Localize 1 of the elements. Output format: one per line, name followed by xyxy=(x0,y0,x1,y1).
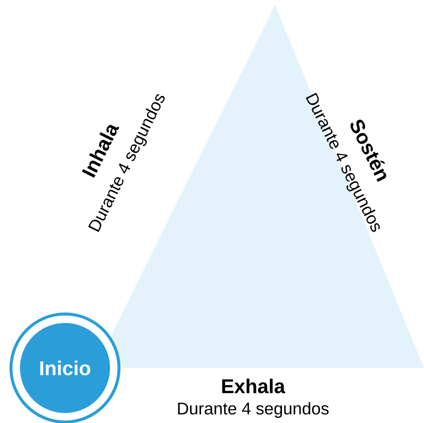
duration-text: Durante 4 segundos xyxy=(178,402,329,418)
